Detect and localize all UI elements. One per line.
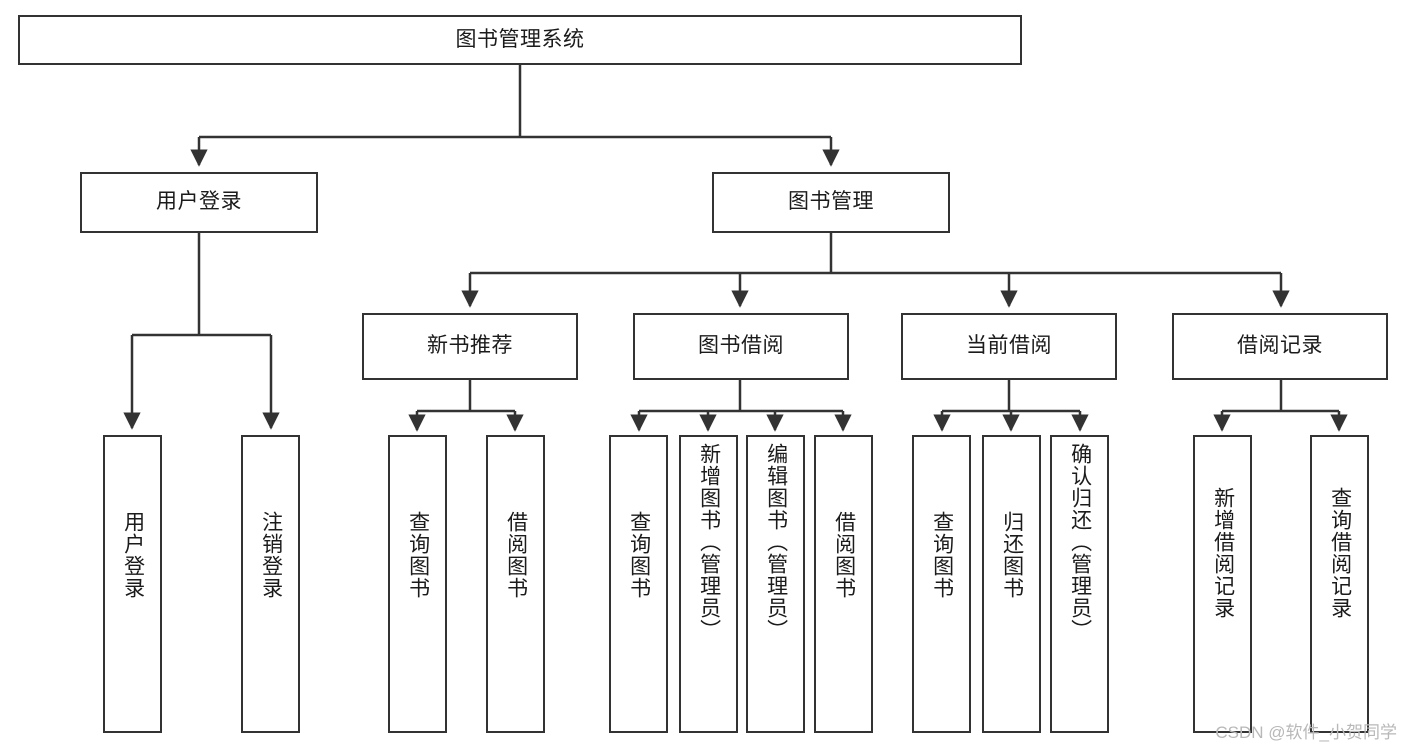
leaf-user-login-logout[interactable]: 注销登录: [241, 435, 300, 733]
node-label: 借阅记录: [1237, 334, 1323, 358]
node-user-login[interactable]: 用户登录: [80, 172, 318, 233]
leaf-borrow-query-book[interactable]: 查询图书: [609, 435, 668, 733]
node-label: 图书管理系统: [455, 27, 585, 51]
node-label: 用户登录: [121, 511, 145, 599]
node-label: 注销登录: [259, 511, 283, 599]
node-label: 确认归还（管理员）: [1068, 443, 1092, 641]
node-borrow-record[interactable]: 借阅记录: [1172, 313, 1388, 380]
leaf-user-login-login[interactable]: 用户登录: [103, 435, 162, 733]
node-label: 编辑图书（管理员）: [764, 443, 788, 641]
node-label: 查询图书: [627, 511, 651, 599]
leaf-borrow-edit-book-admin[interactable]: 编辑图书（管理员）: [746, 435, 805, 733]
node-label: 用户登录: [156, 190, 242, 214]
node-book-management[interactable]: 图书管理: [712, 172, 950, 233]
node-label: 新增图书（管理员）: [697, 443, 721, 641]
node-root-system[interactable]: 图书管理系统: [18, 15, 1022, 65]
node-label: 新书推荐: [427, 334, 513, 358]
node-label: 当前借阅: [966, 334, 1052, 358]
node-label: 借阅图书: [832, 511, 856, 599]
node-label: 借阅图书: [504, 511, 528, 599]
node-label: 查询图书: [406, 511, 430, 599]
leaf-current-confirm-return-admin[interactable]: 确认归还（管理员）: [1050, 435, 1109, 733]
node-label: 归还图书: [1000, 511, 1024, 599]
leaf-recommend-borrow-book[interactable]: 借阅图书: [486, 435, 545, 733]
leaf-record-add-record[interactable]: 新增借阅记录: [1193, 435, 1252, 733]
node-book-borrow[interactable]: 图书借阅: [633, 313, 849, 380]
leaf-borrow-borrow-book[interactable]: 借阅图书: [814, 435, 873, 733]
watermark: CSDN @软件_小贺同学: [1215, 723, 1397, 742]
node-new-book-recommend[interactable]: 新书推荐: [362, 313, 578, 380]
node-label: 查询图书: [930, 511, 954, 599]
node-label: 查询借阅记录: [1328, 487, 1352, 619]
node-label: 图书借阅: [698, 334, 784, 358]
node-label: 图书管理: [788, 190, 874, 214]
leaf-borrow-add-book-admin[interactable]: 新增图书（管理员）: [679, 435, 738, 733]
leaf-current-query-book[interactable]: 查询图书: [912, 435, 971, 733]
leaf-current-return-book[interactable]: 归还图书: [982, 435, 1041, 733]
leaf-record-query-record[interactable]: 查询借阅记录: [1310, 435, 1369, 733]
leaf-recommend-query-book[interactable]: 查询图书: [388, 435, 447, 733]
node-current-borrow[interactable]: 当前借阅: [901, 313, 1117, 380]
node-label: 新增借阅记录: [1211, 487, 1235, 619]
